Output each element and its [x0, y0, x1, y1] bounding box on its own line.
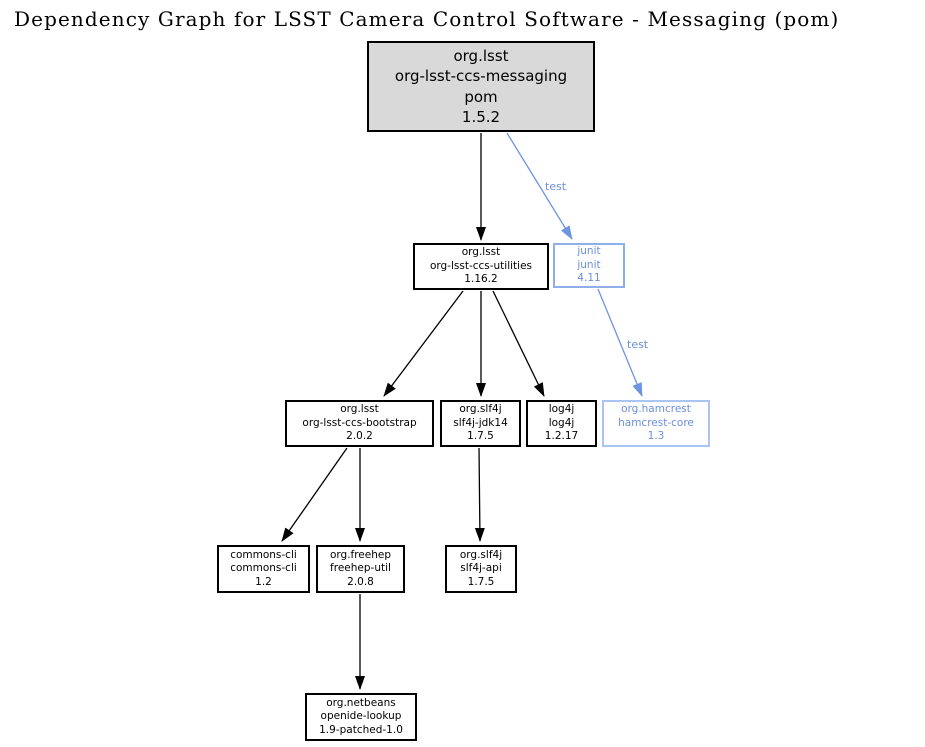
node-artifact-id: slf4j-api [460, 562, 502, 575]
node-artifact-id: openide-lookup [320, 710, 402, 723]
node-group-id: org.lsst [461, 246, 501, 259]
node-version: 1.5.2 [461, 108, 501, 126]
edge-junit-to-hamcrest [597, 288, 643, 397]
node-version: 4.11 [577, 272, 601, 285]
node-group-id: org.netbeans [326, 696, 396, 709]
edge-bootstrap-to-commons-cli [281, 447, 348, 542]
node-version: 1.2.17 [544, 430, 579, 443]
node-group-id: junit [577, 245, 601, 258]
edge-slf4j-jdk14-to-slf4j-api [474, 447, 485, 542]
node-artifact-id: slf4j-jdk14 [453, 416, 508, 429]
edge-utilities-to-log4j [492, 290, 545, 397]
node-hamcrest-core: org.hamcrest hamcrest-core 1.3 [602, 400, 710, 447]
node-version: 1.2 [255, 575, 272, 588]
node-group-id: org.lsst [453, 46, 509, 65]
graph-title: Dependency Graph for LSST Camera Control… [14, 7, 840, 31]
node-artifact-id: junit [577, 258, 601, 271]
node-group-id: commons-cli [230, 548, 297, 561]
edge-label-test-messaging-junit: test [545, 180, 567, 193]
node-org-lsst-ccs-messaging: org.lsst org-lsst-ccs-messaging pom 1.5.… [367, 41, 595, 132]
edge-utilities-to-bootstrap [383, 290, 464, 397]
node-group-id: org.hamcrest [621, 403, 691, 416]
node-version: 1.7.5 [467, 575, 495, 588]
node-org-lsst-ccs-bootstrap: org.lsst org-lsst-ccs-bootstrap 2.0.2 [285, 400, 434, 447]
node-version: 1.16.2 [464, 273, 498, 286]
node-group-id: org.freehep [329, 548, 392, 561]
node-org-lsst-ccs-utilities: org.lsst org-lsst-ccs-utilities 1.16.2 [413, 243, 549, 290]
node-artifact-id: org-lsst-ccs-bootstrap [302, 416, 417, 429]
node-artifact-id: log4j [548, 416, 575, 429]
node-group-id: log4j [548, 403, 575, 416]
node-version: 1.7.5 [467, 430, 494, 443]
edge-label-test-junit-hamcrest: test [627, 338, 649, 351]
node-version: 2.0.8 [347, 575, 374, 588]
node-group-id: org.slf4j [459, 403, 502, 416]
node-artifact-id: commons-cli [230, 562, 297, 575]
node-commons-cli: commons-cli commons-cli 1.2 [217, 545, 310, 593]
node-artifact-id: freehep-util [330, 562, 391, 575]
node-version: 2.0.2 [346, 430, 373, 443]
edge-messaging-to-junit [506, 132, 573, 240]
node-version: 1.3 [647, 430, 665, 443]
node-packaging: pom [464, 87, 498, 106]
node-version: 1.9-patched-1.0 [319, 723, 403, 736]
node-artifact-id: hamcrest-core [618, 416, 694, 429]
node-freehep-util: org.freehep freehep-util 2.0.8 [316, 545, 405, 593]
node-slf4j-api: org.slf4j slf4j-api 1.7.5 [445, 545, 517, 593]
node-artifact-id: org-lsst-ccs-utilities [429, 259, 533, 272]
node-artifact-id: org-lsst-ccs-messaging [394, 67, 568, 85]
node-slf4j-jdk14: org.slf4j slf4j-jdk14 1.7.5 [440, 400, 521, 447]
node-log4j: log4j log4j 1.2.17 [526, 400, 597, 447]
node-group-id: org.slf4j [459, 548, 503, 561]
node-junit: junit junit 4.11 [553, 243, 625, 288]
node-openide-lookup: org.netbeans openide-lookup 1.9-patched-… [305, 693, 417, 741]
node-group-id: org.lsst [340, 403, 379, 416]
